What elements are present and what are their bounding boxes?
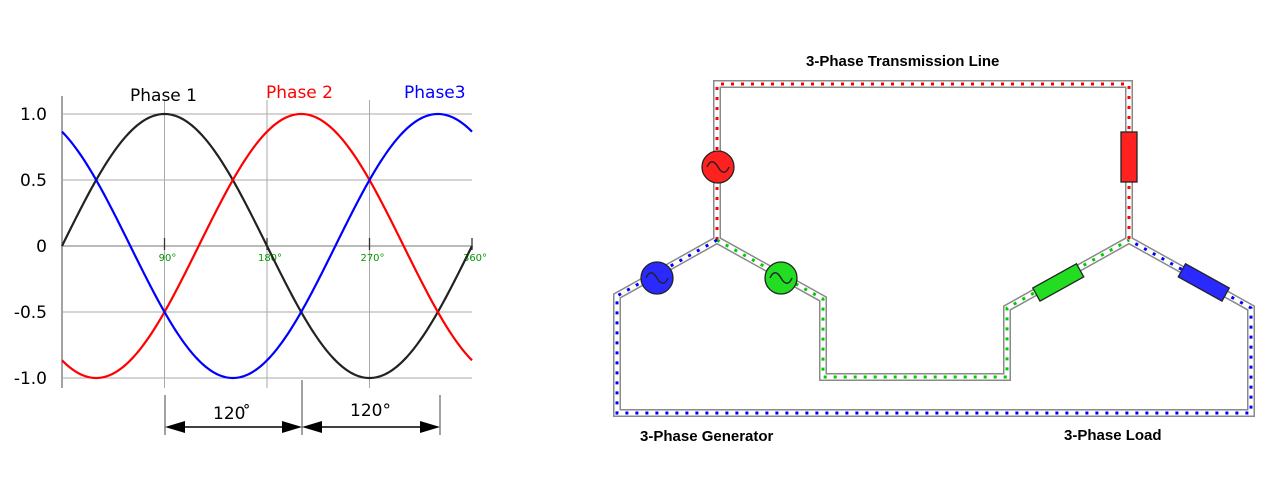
spacing-label-2: 120° bbox=[350, 401, 391, 421]
red-ac-source-icon bbox=[701, 150, 735, 184]
phase-2-curve bbox=[61, 112, 473, 380]
x-tick-label: 270° bbox=[360, 253, 384, 264]
three-phase-circuit: 3-Phase Transmission Line 3-Phase Genera… bbox=[613, 53, 1255, 445]
x-tick-label: 90° bbox=[159, 253, 177, 264]
y-tick-label: 0 bbox=[36, 237, 47, 257]
transmission-line-title: 3-Phase Transmission Line bbox=[806, 53, 999, 70]
x-tick-label: 180° bbox=[258, 253, 282, 264]
blue-phase-wire bbox=[615, 238, 1253, 415]
y-tick-label: 0.5 bbox=[20, 171, 47, 191]
blue-wire-casing bbox=[613, 236, 1255, 417]
phase-1-curve bbox=[61, 112, 473, 380]
y-tick-label: 1.0 bbox=[20, 105, 47, 125]
y-tick-label: -1.0 bbox=[14, 369, 47, 389]
blue-resistor-icon bbox=[1177, 262, 1231, 303]
phase-curves bbox=[61, 112, 473, 380]
green-phase-wire bbox=[716, 238, 1130, 379]
x-axis-ticks: 90° 180° 270° 360° bbox=[159, 238, 487, 264]
blue-ac-source-icon bbox=[640, 261, 674, 295]
phase-spacing-annotation: 120 ̊ 120° bbox=[164, 380, 441, 435]
phase-legend: Phase 1 Phase 2 Phase3 bbox=[130, 83, 466, 106]
y-axis-ticks: 1.0 0.5 0 -0.5 -1.0 bbox=[14, 105, 47, 389]
generator-label: 3-Phase Generator bbox=[640, 428, 774, 445]
legend-phase-2: Phase 2 bbox=[266, 83, 333, 103]
legend-phase-1: Phase 1 bbox=[130, 86, 197, 106]
arrowhead-right-icon bbox=[420, 421, 440, 433]
x-tick-label: 360° bbox=[463, 253, 487, 264]
green-resistor-icon bbox=[1031, 262, 1085, 303]
y-tick-label: -0.5 bbox=[14, 303, 47, 323]
red-resistor-icon bbox=[1120, 131, 1138, 183]
spacing-label-1: 120 ̊ bbox=[213, 403, 251, 424]
red-phase-wire bbox=[715, 82, 1131, 240]
phase-waveform-chart: 1.0 0.5 0 -0.5 -1.0 90° 180° 270° 360° Phase 1 … bbox=[14, 83, 487, 435]
green-ac-source-icon bbox=[764, 261, 798, 295]
green-wire-casing bbox=[715, 236, 1131, 381]
wire-casing bbox=[613, 80, 1255, 417]
arrowhead-left-icon bbox=[302, 421, 322, 433]
legend-phase-3: Phase3 bbox=[404, 83, 466, 103]
arrowhead-left-icon bbox=[165, 421, 185, 433]
red-wire-casing bbox=[713, 80, 1133, 240]
current-flow-dots bbox=[615, 82, 1253, 415]
arrowhead-right-icon bbox=[282, 421, 302, 433]
load-label: 3-Phase Load bbox=[1064, 427, 1162, 444]
phase-3-curve bbox=[61, 112, 473, 380]
wire-core bbox=[614, 81, 1254, 416]
